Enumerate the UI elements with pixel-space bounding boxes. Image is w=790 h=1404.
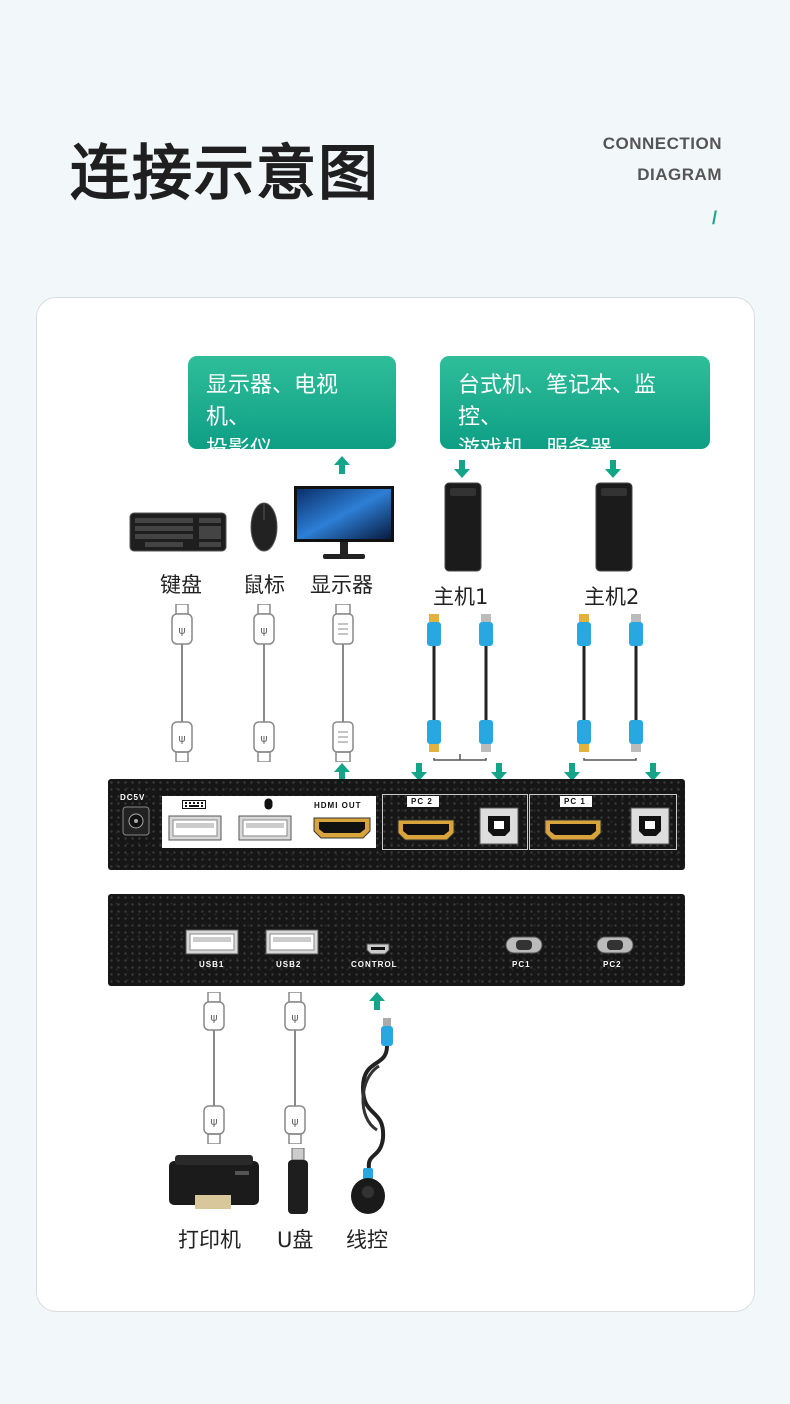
- front-white-panel: HDMI OUT: [162, 796, 376, 848]
- hdmi-port-icon: [544, 819, 602, 841]
- mouse-icon: [250, 502, 278, 552]
- usb-port-icon: [238, 815, 292, 841]
- udisk-label: U盘: [277, 1228, 314, 1252]
- arrow-up-icon: [334, 456, 350, 474]
- pc1-port-group: PC 1: [529, 794, 677, 850]
- svg-text:ψ: ψ: [260, 624, 267, 637]
- keyboard-label: 键盘: [160, 573, 202, 597]
- mouse-port-icon: [264, 798, 273, 810]
- arrow-down-icon: [454, 460, 470, 478]
- pc2-label-bg: [407, 796, 439, 807]
- subtitle-line-1: CONNECTION: [602, 134, 722, 153]
- svg-text:ψ: ψ: [291, 1115, 298, 1128]
- usb1-label: USB1: [199, 960, 225, 969]
- control-label: CONTROL: [351, 960, 398, 969]
- svg-text:ψ: ψ: [210, 1115, 217, 1128]
- svg-text:ψ: ψ: [291, 1011, 298, 1024]
- host2-cables-icon: [577, 614, 643, 761]
- arrow-down-icon: [605, 460, 621, 478]
- toggle-switch-icon[interactable]: [596, 936, 634, 954]
- usb-drive-icon: [288, 1148, 308, 1214]
- kvm-front-panel: DC5V HDMI OUT PC 2 PC 1: [108, 779, 685, 870]
- svg-text:ψ: ψ: [178, 624, 185, 637]
- host-box-line-1: 台式机、笔记本、监控、: [458, 373, 657, 430]
- host-tower-icon: [595, 482, 633, 572]
- accent-slash: /: [712, 208, 718, 228]
- usb-cable-icon: ψ ψ: [253, 604, 275, 762]
- arrow-up-icon: [369, 992, 385, 1010]
- arrow-up-icon: [334, 763, 350, 781]
- keyboard-icon: [129, 512, 227, 552]
- usb-cable-icon: ψ ψ: [203, 992, 225, 1144]
- monitor-label: 显示器: [310, 573, 373, 597]
- pc2-switch-label: PC2: [603, 960, 622, 969]
- display-box-line-1: 显示器、电视机、: [206, 373, 339, 430]
- monitor-icon: [294, 486, 394, 559]
- pc1-label-bg: [560, 796, 592, 807]
- toggle-switch-icon[interactable]: [505, 936, 543, 954]
- pc1-switch-label: PC1: [512, 960, 531, 969]
- remote-label: 线控: [346, 1228, 388, 1252]
- kvm-back-panel: USB1 USB2 CONTROL PC1 PC2: [108, 894, 685, 986]
- host-devices-box: 台式机、笔记本、监控、 游戏机、服务器 ...: [440, 356, 710, 462]
- hdmi-cable-icon: [332, 604, 354, 762]
- usb-b-port-icon: [630, 807, 670, 845]
- usb-port-icon: [168, 815, 222, 841]
- subtitle-line-2: DIAGRAM: [637, 165, 722, 184]
- svg-text:ψ: ψ: [260, 732, 267, 745]
- pc2-port-group: PC 2: [382, 794, 528, 850]
- host2-label: 主机2: [584, 585, 640, 609]
- keyboard-port-icon: [182, 800, 206, 809]
- usb-cable-icon: ψ ψ: [171, 604, 193, 762]
- arrow-down-icon: [491, 763, 507, 781]
- hdmi-port-icon: [397, 819, 455, 841]
- dc-port-icon: [122, 806, 150, 836]
- display-box-line-2: 投影仪 ...: [206, 437, 300, 462]
- usb2-label: USB2: [276, 960, 302, 969]
- usb-port-icon: [185, 929, 239, 955]
- diagram-card: 显示器、电视机、 投影仪 ... 台式机、笔记本、监控、 游戏机、服务器 ...…: [36, 297, 755, 1312]
- page-title: 连接示意图: [70, 139, 380, 209]
- host1-cables-icon: [427, 614, 493, 761]
- mouse-label: 鼠标: [243, 573, 285, 597]
- arrow-down-icon: [411, 763, 427, 781]
- usb-cable-icon: ψ ψ: [284, 992, 306, 1144]
- hdmi-out-label: HDMI OUT: [314, 801, 362, 810]
- usb-b-port-icon: [479, 807, 519, 845]
- subtitle: CONNECTION DIAGRAM: [603, 128, 722, 190]
- host1-label: 主机1: [433, 585, 489, 609]
- arrow-down-icon: [564, 763, 580, 781]
- pc1-front-label: PC 1: [564, 797, 586, 806]
- svg-text:ψ: ψ: [178, 732, 185, 745]
- host-tower-icon: [444, 482, 482, 572]
- dc-label: DC5V: [120, 793, 146, 802]
- usb-port-icon: [265, 929, 319, 955]
- arrow-down-icon: [645, 763, 661, 781]
- wired-remote-icon: [351, 1018, 393, 1214]
- pc2-front-label: PC 2: [411, 797, 433, 806]
- hdmi-port-icon: [313, 817, 371, 839]
- printer-icon: [169, 1155, 259, 1209]
- printer-label: 打印机: [178, 1228, 241, 1252]
- display-devices-box: 显示器、电视机、 投影仪 ...: [188, 356, 396, 462]
- mini-usb-port-icon: [366, 943, 390, 955]
- host-box-line-2: 游戏机、服务器 ...: [458, 437, 640, 462]
- svg-text:ψ: ψ: [210, 1011, 217, 1024]
